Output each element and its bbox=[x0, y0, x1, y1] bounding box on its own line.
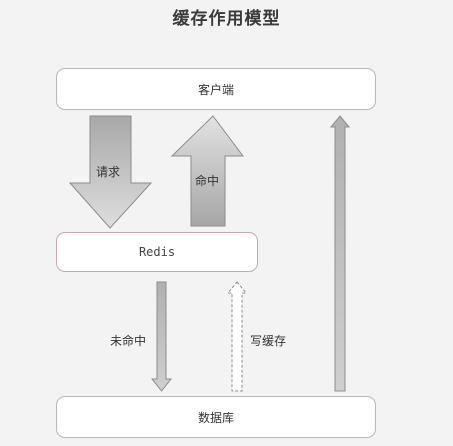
database-node: 数据库 bbox=[56, 396, 376, 438]
diagram-title: 缓存作用模型 bbox=[172, 9, 281, 29]
request-label: 请求 bbox=[96, 165, 121, 179]
hit-arrow bbox=[170, 115, 244, 227]
database-node-label: 数据库 bbox=[197, 410, 234, 425]
write-cache-label: 写缓存 bbox=[250, 334, 287, 348]
redis-node: Redis bbox=[56, 232, 258, 272]
database-to-client-arrow bbox=[329, 115, 351, 392]
miss-arrow bbox=[150, 281, 173, 392]
redis-node-label: Redis bbox=[138, 245, 176, 259]
hit-label: 命中 bbox=[195, 174, 220, 188]
miss-label: 未命中 bbox=[110, 334, 147, 348]
request-arrow bbox=[68, 115, 153, 229]
write-cache-arrow bbox=[226, 281, 248, 392]
client-node-label: 客户端 bbox=[197, 82, 234, 97]
client-node: 客户端 bbox=[56, 68, 376, 110]
